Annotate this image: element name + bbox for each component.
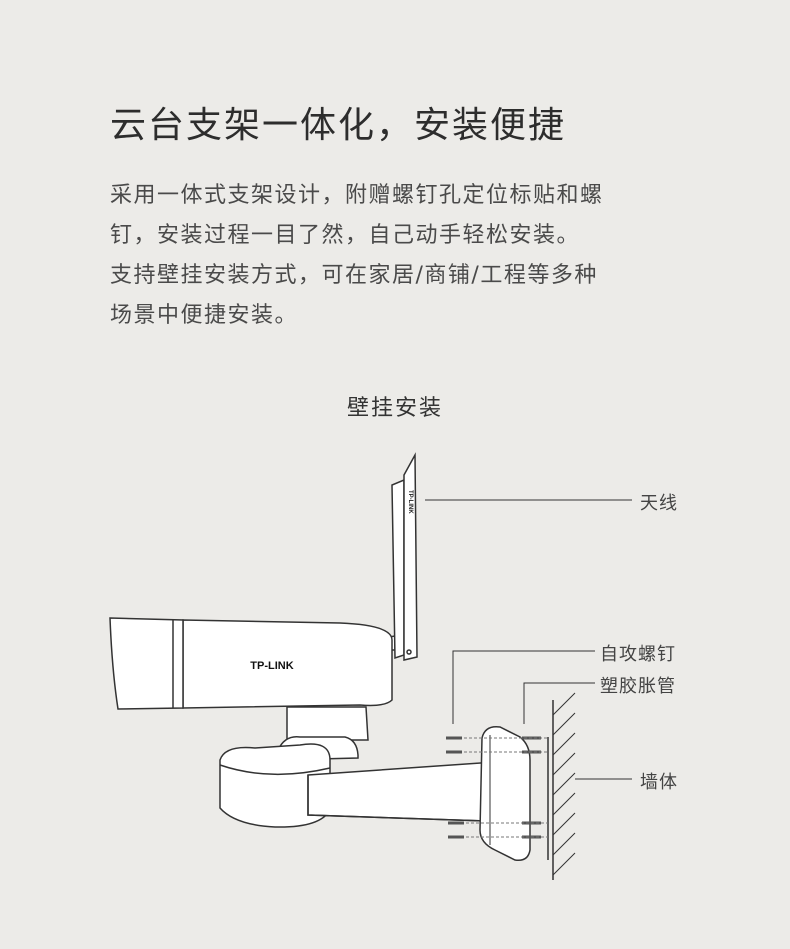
camera-illustration: TP-LINK [109, 617, 393, 710]
description-line: 采用一体式支架设计，附赠螺钉孔定位标贴和螺 [110, 183, 604, 208]
antenna-illustration: TP-LINK [382, 452, 418, 661]
camera-brand: TP-LINK [250, 660, 293, 672]
diagram-title: 壁挂安装 [346, 396, 443, 421]
bracket-illustration [219, 706, 531, 862]
description: 采用一体式支架设计，附赠螺钉孔定位标贴和螺 钉，安装过程一目了然，自己动手轻松安… [110, 176, 710, 336]
antenna-brand: TP-LINK [407, 490, 413, 514]
page-title: 云台支架一体化，安装便捷 [110, 105, 567, 146]
leader-lines [425, 499, 632, 780]
label-anchor: 塑胶胀管 [600, 676, 676, 697]
description-line: 支持壁挂安装方式，可在家居/商铺/工程等多种 [110, 263, 598, 288]
label-wall: 墙体 [640, 772, 678, 793]
description-line: 场景中便捷安装。 [110, 303, 299, 328]
screws-anchors [446, 736, 548, 839]
wall-illustration [547, 692, 576, 880]
description-line: 钉，安装过程一目了然，自己动手轻松安装。 [110, 223, 581, 248]
label-antenna: 天线 [640, 493, 678, 514]
label-screw: 自攻螺钉 [600, 644, 676, 665]
